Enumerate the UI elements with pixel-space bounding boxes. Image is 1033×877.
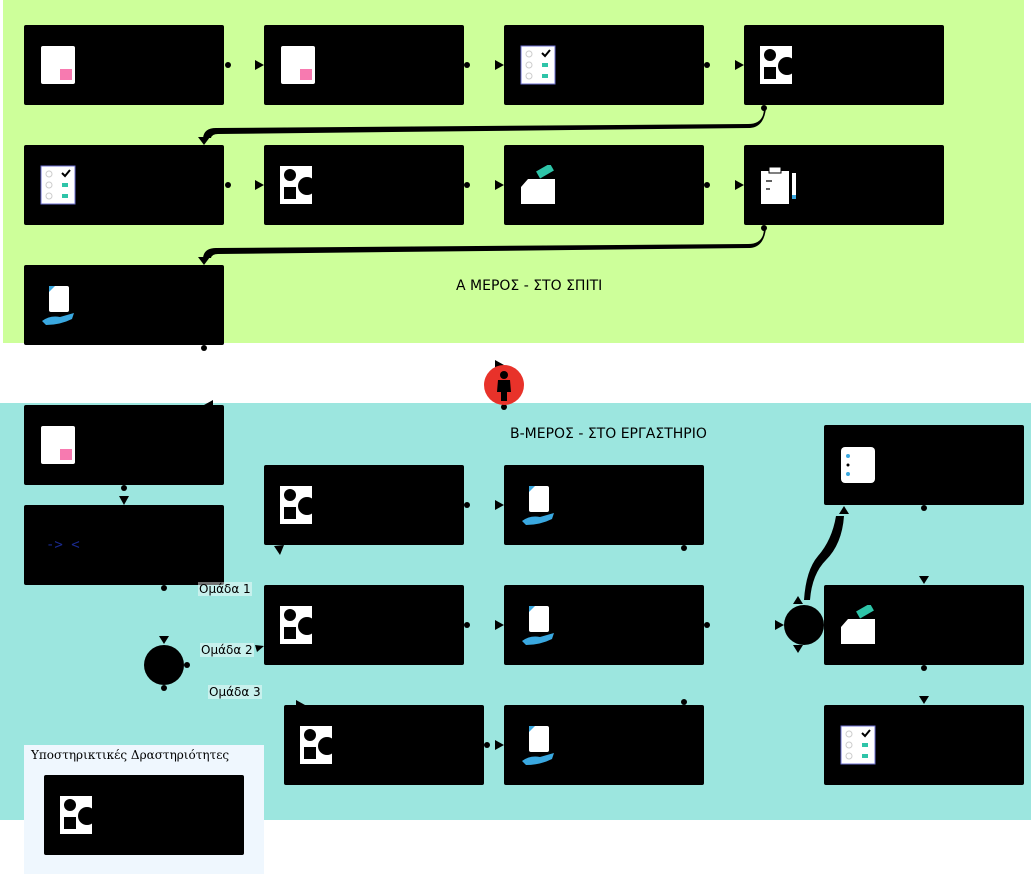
activity-node-l1[interactable]	[24, 405, 224, 485]
shapes-icon	[300, 726, 336, 764]
activity-node-l3[interactable]	[264, 465, 464, 545]
hand-document-icon	[522, 606, 554, 645]
activity-node-l4[interactable]	[504, 465, 704, 545]
group-label-2: Ομάδα 2	[200, 643, 254, 657]
shapes-icon	[760, 46, 796, 84]
quiz-checklist-icon	[40, 165, 76, 205]
home-region-title: Α ΜΕΡΟΣ - ΣΤΟ ΣΠΙΤΙ	[456, 278, 603, 294]
activity-node-l2[interactable]: -> <	[24, 505, 224, 585]
shapes-icon	[60, 796, 96, 834]
activity-node-h3[interactable]	[504, 25, 704, 105]
activity-node-l5[interactable]	[264, 585, 464, 665]
hand-document-icon	[42, 286, 74, 325]
support-region-title: Υποστηρικτικές Δραστηριότητες	[31, 748, 230, 762]
join-gateway[interactable]	[784, 605, 824, 645]
group-label-3: Ομάδα 3	[208, 685, 262, 699]
hand-document-icon	[522, 486, 554, 525]
activity-node-h8[interactable]	[744, 145, 944, 225]
notes-pen-icon	[761, 166, 796, 204]
split-gateway[interactable]	[144, 645, 184, 685]
quiz-checklist-icon	[520, 45, 556, 85]
submission-box-icon	[521, 165, 555, 204]
list-icon	[841, 447, 875, 483]
activity-node-s1[interactable]	[44, 775, 244, 855]
submission-box-icon	[841, 605, 875, 644]
document-icon	[41, 426, 75, 464]
quiz-checklist-icon	[840, 725, 876, 765]
activity-node-h6[interactable]	[264, 145, 464, 225]
hand-document-icon	[522, 726, 554, 765]
activity-node-l8[interactable]	[504, 705, 704, 785]
activity-node-h1[interactable]	[24, 25, 224, 105]
shapes-icon	[280, 606, 316, 644]
person-icon[interactable]	[484, 365, 524, 405]
activity-node-h9[interactable]	[24, 265, 224, 345]
shapes-icon	[280, 486, 316, 524]
activity-node-h4[interactable]	[744, 25, 944, 105]
activity-node-h7[interactable]	[504, 145, 704, 225]
edge-h9-l1	[201, 345, 213, 410]
activity-node-h2[interactable]	[264, 25, 464, 105]
activity-node-h5[interactable]	[24, 145, 224, 225]
activity-node-l6[interactable]	[504, 585, 704, 665]
activity-node-r1[interactable]	[824, 425, 1024, 505]
document-icon	[41, 46, 75, 84]
activity-node-r3[interactable]	[824, 705, 1024, 785]
group-label-1: Ομάδα 1	[198, 582, 252, 596]
shapes-icon	[280, 166, 316, 204]
document-icon	[281, 46, 315, 84]
activity-node-l7[interactable]	[284, 705, 484, 785]
activity-node-r2[interactable]	[824, 585, 1024, 665]
code-icon: -> <	[46, 537, 80, 553]
lab-region-title: Β-ΜΕΡΟΣ - ΣΤΟ ΕΡΓΑΣΤΗΡΙΟ	[510, 426, 707, 442]
